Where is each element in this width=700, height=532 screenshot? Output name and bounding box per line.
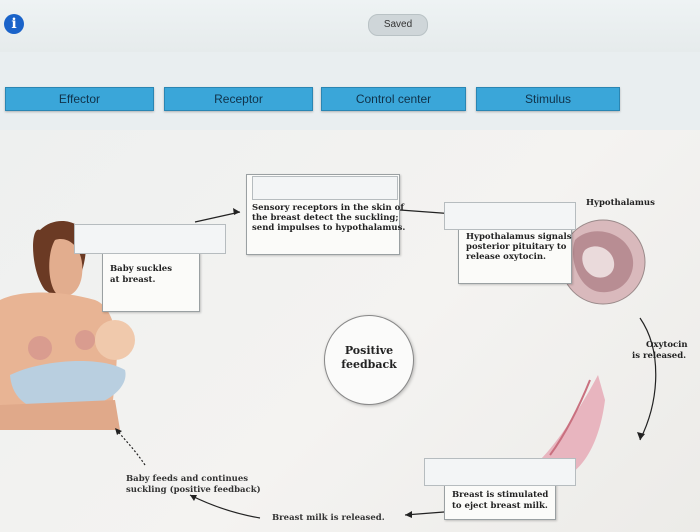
baby-feeds-text-1: Baby feeds and continues xyxy=(126,474,249,484)
oxytocin-text-2: is released. xyxy=(632,351,687,361)
drop-zone-stimulus[interactable] xyxy=(74,224,226,254)
label-bank: Effector Receptor Control center Stimulu… xyxy=(0,87,700,113)
milk-released-text: Breast milk is released. xyxy=(272,513,385,523)
oxytocin-text-1: Oxytocin xyxy=(646,340,688,350)
label-chip-stimulus[interactable]: Stimulus xyxy=(476,87,620,111)
breast-stimulated-text-2: to eject breast milk. xyxy=(452,501,548,511)
arrow-oxytocin-down xyxy=(639,317,657,441)
arrow-to-receptor xyxy=(194,211,241,223)
receptor-text-3: send impulses to hypothalamus. xyxy=(252,223,406,233)
arrow-dotted-up xyxy=(114,427,146,466)
hypothalamus-illustration xyxy=(560,219,646,305)
stimulus-step-box xyxy=(102,252,200,312)
receptor-text-2: the breast detect the suckling; xyxy=(252,213,399,223)
positive-feedback-circle: Positive feedback xyxy=(324,315,414,405)
hypothalamus-signal-text-2: posterior pituitary to xyxy=(466,242,567,252)
hypothalamus-label: Hypothalamus xyxy=(586,198,655,208)
label-chip-effector[interactable]: Effector xyxy=(5,87,154,111)
receptor-text-1: Sensory receptors in the skin of xyxy=(252,203,404,213)
hypothalamus-signal-text-3: release oxytocin. xyxy=(466,252,546,262)
baby-feeds-text-2: suckling (positive feedback) xyxy=(126,485,261,495)
label-chip-receptor[interactable]: Receptor xyxy=(164,87,313,111)
info-icon[interactable]: i xyxy=(4,14,24,34)
top-bar: i Saved xyxy=(0,0,700,52)
breast-stimulated-text-1: Breast is stimulated xyxy=(452,490,549,500)
drop-zone-control-center[interactable] xyxy=(444,202,576,230)
label-chip-control-center[interactable]: Control center xyxy=(321,87,466,111)
baby-suckles-text-1: Baby suckles xyxy=(110,264,172,274)
center-text-1: Positive xyxy=(344,344,394,357)
saved-status-badge: Saved xyxy=(368,14,428,36)
hypothalamus-signal-text-1: Hypothalamus signals xyxy=(466,232,572,242)
control-center-step-box xyxy=(458,222,572,284)
center-text-2: feedback xyxy=(341,358,397,371)
baby-suckles-text-2: at breast. xyxy=(110,275,156,285)
drop-zone-receptor[interactable] xyxy=(252,176,398,200)
drop-zone-effector[interactable] xyxy=(424,458,576,486)
breast-tissue-illustration xyxy=(540,375,605,480)
arrow-to-feeds xyxy=(189,494,261,519)
